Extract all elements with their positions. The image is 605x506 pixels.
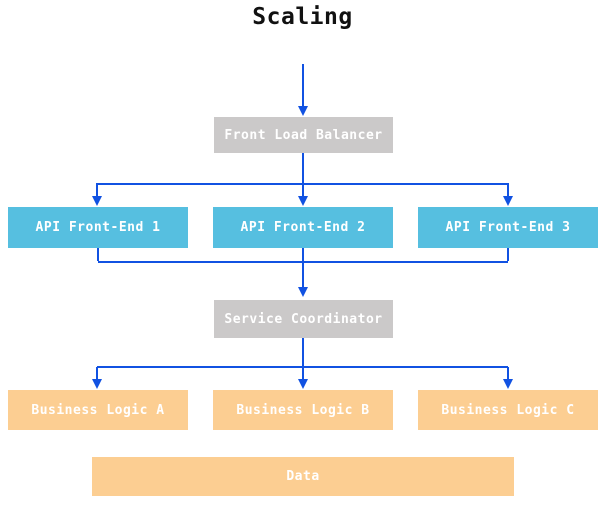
edge-title-to-load-balancer xyxy=(298,64,308,116)
edge-api-front-ends-to-service-coordinator xyxy=(97,248,509,297)
node-api-front-end-3: API Front-End 3 xyxy=(418,207,598,248)
node-front-load-balancer: Front Load Balancer xyxy=(214,117,393,153)
node-api-front-end-2: API Front-End 2 xyxy=(213,207,393,248)
node-api-front-end-1: API Front-End 1 xyxy=(8,207,188,248)
node-business-logic-c: Business Logic C xyxy=(418,390,598,430)
node-service-coordinator: Service Coordinator xyxy=(214,300,393,338)
node-data: Data xyxy=(92,457,514,496)
node-business-logic-a: Business Logic A xyxy=(8,390,188,430)
diagram-title: Scaling xyxy=(252,4,353,30)
node-business-logic-b: Business Logic B xyxy=(213,390,393,430)
edge-load-balancer-to-api-front-ends xyxy=(92,153,513,206)
edge-service-coordinator-to-business-logic xyxy=(92,338,513,389)
